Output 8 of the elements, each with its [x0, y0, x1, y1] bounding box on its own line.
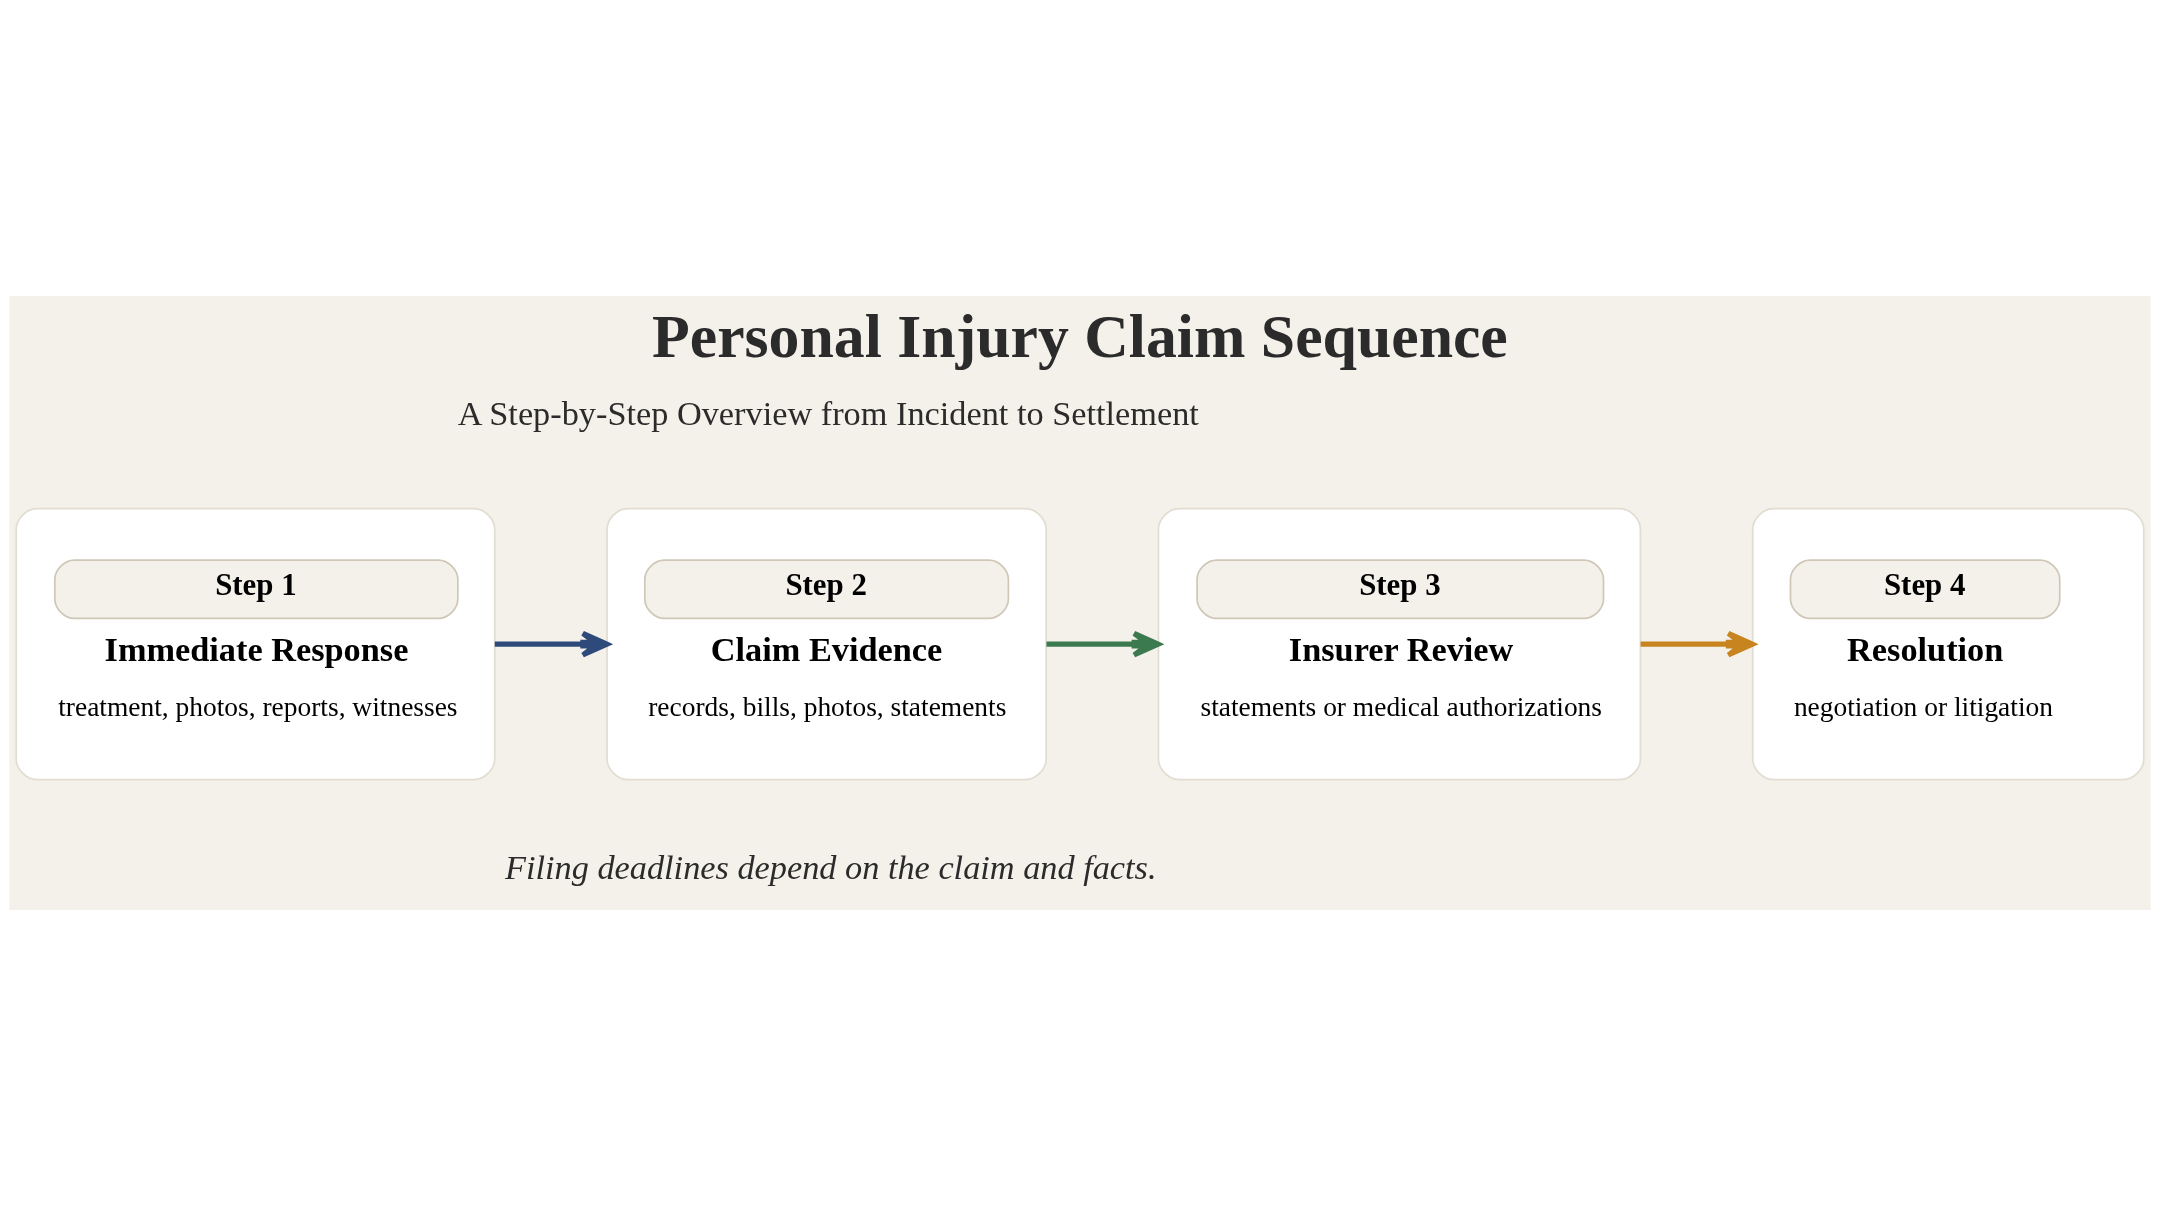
node-box: Step 1 Immediate Response treatment, photos, reports, witnesses — [15, 507, 496, 781]
label: Filing deadlines depend on the claim and facts. — [505, 848, 1157, 887]
diagram-title: Personal Injury Claim Sequence — [652, 302, 1508, 371]
node-box: Step 2 Claim Evidence records, bills, photos, statements — [606, 507, 1047, 781]
node-box: Step 3 Insurer Review statements or medical authorizations — [1157, 507, 1642, 781]
arrow — [494, 630, 610, 658]
label: A Step-by-Step Overview from Incident to Settlement — [457, 393, 1199, 432]
node-box: Step 4 Resolution negotiation or litigation — [1751, 507, 2145, 781]
